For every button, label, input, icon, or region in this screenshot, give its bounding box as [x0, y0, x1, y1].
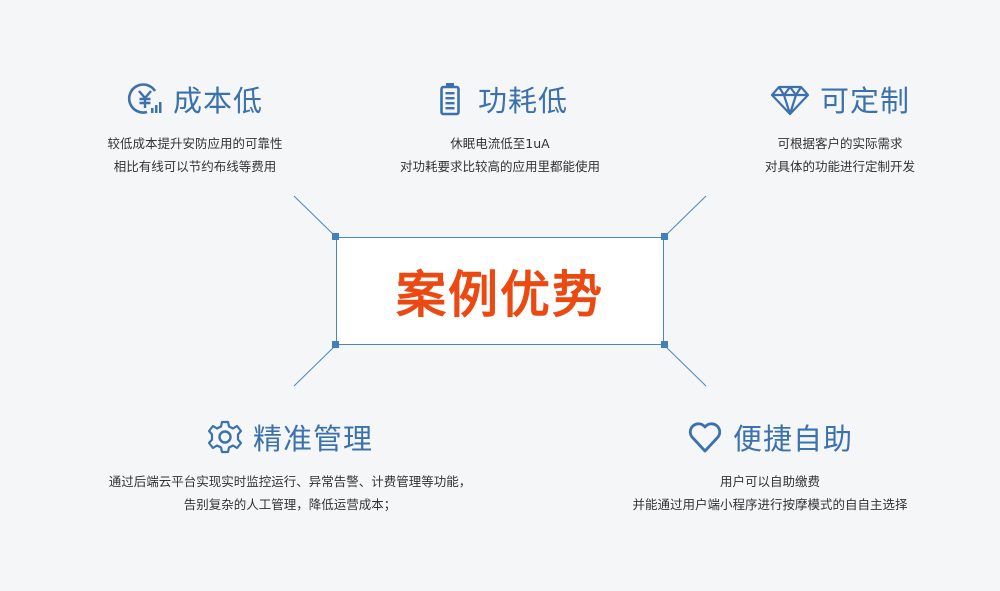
feature-desc-line: 对具体的功能进行定制开发	[764, 159, 915, 174]
center-box: 案例优势	[336, 237, 664, 345]
feature-title: 精准管理	[252, 422, 373, 456]
feature-manage: 精准管理 通过后端云平台实现实时监控运行、异常告警、计费管理等功能， 告别复杂的…	[60, 416, 520, 516]
feature-self-service: 便捷自助 用户可以自助缴费 并能通过用户端小程序进行按摩模式的自自主选择	[600, 416, 940, 516]
feature-title: 成本低	[172, 84, 263, 118]
feature-cost: 成本低 较低成本提升安防应用的可靠性 相比有线可以节约布线等费用	[50, 78, 340, 178]
feature-desc-line: 用户可以自助缴费	[719, 474, 820, 489]
gear-icon	[207, 420, 243, 454]
center-title: 案例优势	[396, 266, 604, 324]
feature-title: 功耗低	[477, 84, 568, 118]
corner-handle-tl	[332, 233, 339, 240]
corner-handle-br	[661, 341, 668, 348]
battery-icon	[440, 83, 460, 116]
diamond-icon	[770, 85, 810, 116]
feature-title: 便捷自助	[732, 422, 853, 456]
feature-desc-line: 相比有线可以节约布线等费用	[113, 159, 277, 174]
feature-power: 功耗低 休眠电流低至1uA 对功耗要求比较高的应用里都能使用	[370, 78, 630, 178]
corner-handle-bl	[332, 341, 339, 348]
feature-desc-line: 可根据客户的实际需求	[777, 136, 903, 151]
yuan-coin-icon	[127, 83, 162, 114]
feature-title: 可定制	[819, 84, 910, 118]
feature-desc-line: 并能通过用户端小程序进行按摩模式的自自主选择	[632, 497, 908, 512]
feature-desc-line: 对功耗要求比较高的应用里都能使用	[399, 159, 600, 174]
feature-custom: 可定制 可根据客户的实际需求 对具体的功能进行定制开发	[720, 78, 960, 178]
feature-desc-line: 告别复杂的人工管理，降低运营成本；	[183, 497, 397, 512]
feature-desc-line: 较低成本提升安防应用的可靠性	[107, 136, 283, 151]
feature-desc-line: 通过后端云平台实现实时监控运行、异常告警、计费管理等功能，	[108, 474, 472, 489]
corner-handle-tr	[661, 233, 668, 240]
feature-desc-line: 休眠电流低至1uA	[450, 136, 550, 151]
heart-icon	[688, 422, 722, 453]
